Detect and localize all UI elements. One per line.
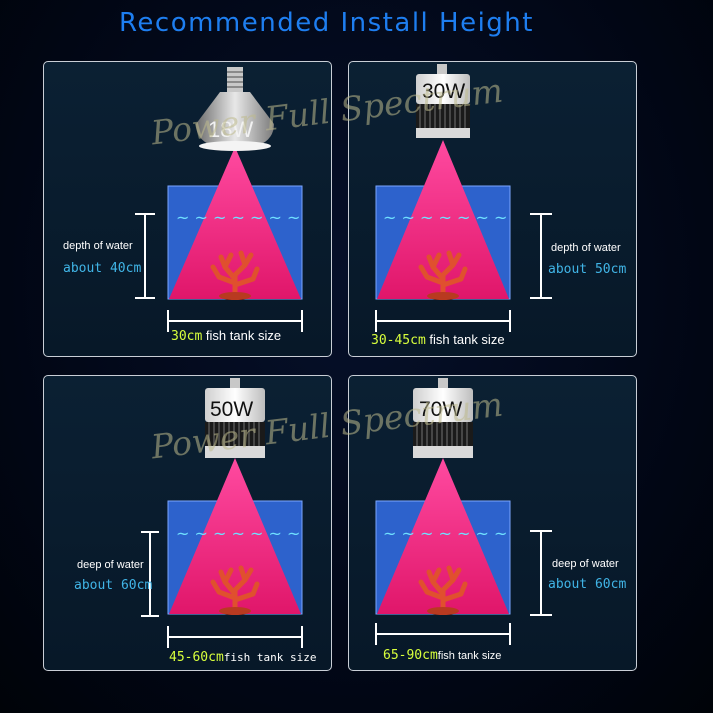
tank-size-caption: 30cm fish tank size <box>171 328 281 344</box>
install-panel-18w: ~ ~ ~ ~ ~ ~ ~ 18W depth of water about 4… <box>43 61 332 357</box>
tank-size-label: fish tank size <box>425 332 505 347</box>
tank-size-value: 30cm <box>171 329 203 344</box>
install-panel-30w: ~ ~ ~ ~ ~ ~ ~ 30W depth of water about 5… <box>348 61 637 357</box>
depth-bracket <box>141 531 159 617</box>
panel-illustration: ~ ~ ~ ~ ~ ~ ~ 30W <box>375 64 552 332</box>
tank-size-caption: 65-90cmfish tank size <box>383 648 501 663</box>
coral-icon <box>418 250 468 300</box>
tank-size-caption: 30-45cm fish tank size <box>371 332 505 348</box>
depth-label: deep of water <box>77 559 144 571</box>
install-panel-70w: ~ ~ ~ ~ ~ ~ ~ 70W deep of water about 60… <box>348 375 637 671</box>
page-title: Recommended Install Height <box>119 8 534 38</box>
lamp-icon <box>196 67 274 151</box>
install-panel-50w: ~ ~ ~ ~ ~ ~ ~ 50W deep of water about 60… <box>43 375 332 671</box>
panel-illustration: ~ ~ ~ ~ ~ ~ ~ 50W <box>141 378 303 648</box>
depth-label: depth of water <box>63 240 133 252</box>
light-beam <box>377 458 509 614</box>
coral-icon <box>210 565 260 615</box>
tank-size-label: fish tank size <box>437 650 502 662</box>
depth-value: about 50cm <box>548 262 627 277</box>
lamp-icon <box>205 378 265 458</box>
lamp-icon <box>413 378 473 458</box>
wattage-label: 50W <box>210 398 253 421</box>
depth-bracket <box>530 213 552 299</box>
coral-icon <box>210 250 260 300</box>
light-beam <box>169 147 301 299</box>
light-beam <box>169 458 301 614</box>
tank-size-caption: 45-60cmfish tank size <box>169 650 317 665</box>
depth-value: about 40cm <box>63 261 142 276</box>
depth-label: deep of water <box>552 558 619 570</box>
water-surface-waves: ~ ~ ~ ~ ~ ~ ~ <box>383 208 507 227</box>
water-surface-waves: ~ ~ ~ ~ ~ ~ ~ <box>176 208 300 227</box>
depth-bracket <box>135 213 155 299</box>
depth-value: about 60cm <box>74 578 153 593</box>
tank-size-value: 30-45cm <box>371 333 426 348</box>
coral-icon <box>418 565 468 615</box>
depth-value: about 60cm <box>548 577 627 592</box>
wattage-label: 70W <box>419 398 462 421</box>
tank-width-bracket <box>167 626 303 648</box>
panel-illustration: ~ ~ ~ ~ ~ ~ ~ 18W <box>135 67 303 332</box>
depth-label: depth of water <box>551 242 621 254</box>
wattage-label: 30W <box>422 80 465 103</box>
water-surface-waves: ~ ~ ~ ~ ~ ~ ~ <box>176 524 300 543</box>
tank-size-label: fish tank size <box>202 328 282 343</box>
water-surface-waves: ~ ~ ~ ~ ~ ~ ~ <box>383 524 507 543</box>
light-beam <box>377 140 509 299</box>
depth-bracket <box>530 530 552 616</box>
tank-width-bracket <box>167 310 303 332</box>
lamp-icon <box>416 64 470 138</box>
tank-size-label: fish tank size <box>223 651 317 664</box>
tank-width-bracket <box>375 310 511 332</box>
panel-illustration: ~ ~ ~ ~ ~ ~ ~ 70W <box>375 378 552 645</box>
tank-size-value: 65-90cm <box>383 648 438 663</box>
tank-size-value: 45-60cm <box>169 650 224 665</box>
tank-width-bracket <box>375 623 511 645</box>
wattage-label: 18W <box>208 117 253 142</box>
